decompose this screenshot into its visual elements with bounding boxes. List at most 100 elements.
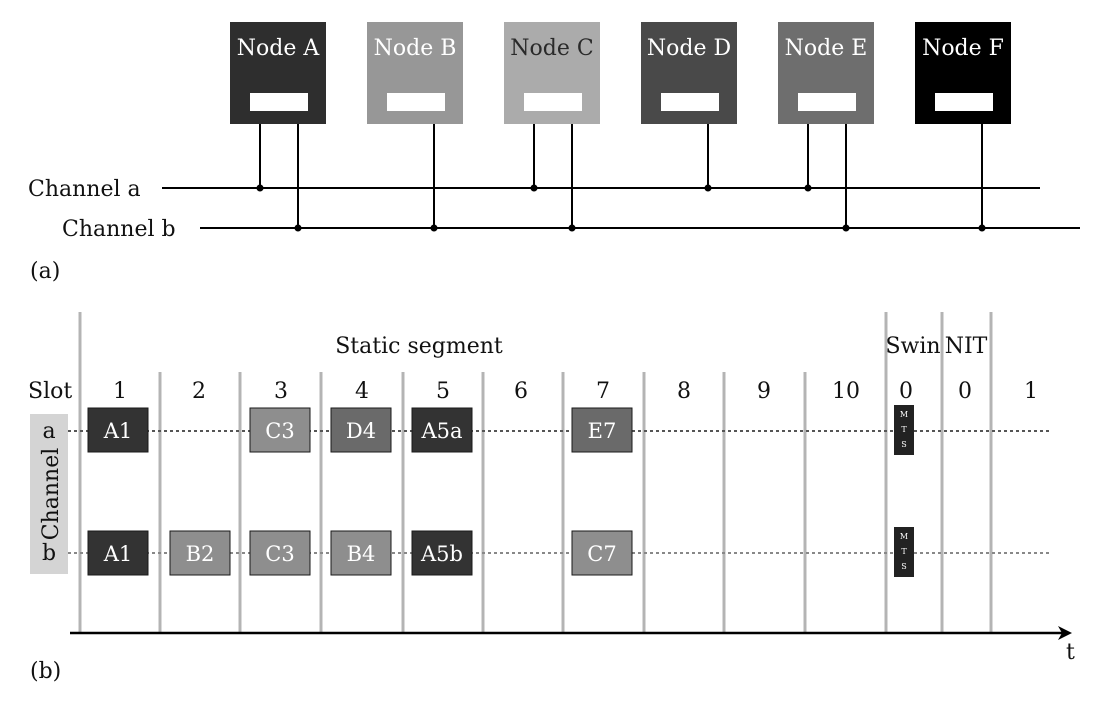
mts-box	[894, 405, 914, 455]
slot-number: 10	[832, 379, 860, 404]
frame-label: E7	[588, 419, 617, 443]
node-c-junction-a	[530, 184, 538, 192]
frame-label: C7	[587, 542, 616, 566]
frame-label: A5b	[420, 542, 463, 566]
node-e-controller	[798, 93, 856, 111]
frame-b-b4: B4	[330, 530, 392, 576]
frame-box	[411, 530, 473, 576]
frame-b-a5b: A5b	[411, 530, 473, 576]
slot-label: Slot	[28, 379, 72, 404]
panel-b-label: (b)	[30, 659, 61, 684]
slot-number: 3	[274, 379, 288, 404]
node-b-controller	[387, 93, 445, 111]
frame-label: B4	[347, 542, 376, 566]
channel-b-label: Channel b	[62, 217, 176, 242]
slot-separator	[319, 372, 323, 633]
frame-box	[249, 407, 311, 453]
frame-label: A1	[103, 542, 133, 566]
node-c-controller	[524, 93, 582, 111]
frame-b-c3: C3	[249, 530, 311, 576]
channel-vertical-label: Channel	[39, 448, 64, 541]
frame-box	[87, 530, 149, 576]
slot-number: 9	[757, 379, 771, 404]
frame-box	[571, 407, 633, 453]
nit-label: NIT	[945, 334, 988, 359]
channel-row-a-label: a	[42, 419, 55, 444]
slot-number: 0	[899, 379, 913, 404]
frame-label: D4	[346, 419, 376, 443]
slot-number: 4	[355, 379, 369, 404]
node-b-junction-b	[430, 224, 438, 232]
slot-number: 8	[677, 379, 691, 404]
node-e-label: Node E	[785, 36, 868, 61]
channel-box	[30, 414, 68, 574]
frame-box	[330, 530, 392, 576]
node-f-controller	[935, 93, 993, 111]
node-a-junction-b	[294, 224, 302, 232]
time-axis-arrow	[1058, 626, 1072, 640]
static-segment-label: Static segment	[335, 334, 503, 359]
mts-letter: M	[900, 410, 908, 419]
frame-box	[411, 407, 473, 453]
slot-number: 5	[436, 379, 450, 404]
channel-a-label: Channel a	[28, 177, 141, 202]
slot-number: 1	[1024, 379, 1038, 404]
frame-box	[169, 530, 231, 576]
slot-separator	[238, 372, 242, 633]
node-a-junction-a	[256, 184, 264, 192]
mts-letter: S	[901, 440, 906, 449]
node-d: Node D	[641, 22, 737, 124]
slot-separator	[940, 312, 944, 633]
node-a-label: Node A	[237, 36, 321, 61]
slot-separators	[78, 312, 993, 633]
node-e: Node E	[778, 22, 874, 124]
node-a-controller	[250, 93, 308, 111]
node-e-junction-a	[804, 184, 812, 192]
slot-separator	[158, 372, 162, 633]
node-e-junction-b	[842, 224, 850, 232]
slot-number: 6	[514, 379, 528, 404]
node-f: Node F	[915, 22, 1011, 124]
node-d-junction-a	[704, 184, 712, 192]
node-f-label: Node F	[922, 36, 1004, 61]
frame-label: C3	[265, 542, 294, 566]
frame-b-a1: A1	[87, 530, 149, 576]
slot-separator	[803, 372, 807, 633]
frame-box	[87, 407, 149, 453]
channel-row-b-label: b	[42, 541, 56, 566]
frame-label: A5a	[420, 419, 462, 443]
frame-box	[249, 530, 311, 576]
mts-symbol-a: MTS	[894, 405, 914, 455]
slot-number: 7	[596, 379, 610, 404]
mts-letter: T	[901, 425, 907, 434]
frame-a-a5a: A5a	[411, 407, 473, 453]
slot-separator	[78, 312, 82, 633]
frame-a-c3: C3	[249, 407, 311, 453]
node-c-junction-b	[568, 224, 576, 232]
slot-separator	[989, 312, 993, 633]
slot-number: 0	[958, 379, 972, 404]
swin-label: Swin	[885, 334, 940, 359]
node-b-label: Node B	[374, 36, 457, 61]
mts-box	[894, 527, 914, 577]
mts-symbol-b: MTS	[894, 527, 914, 577]
frame-box	[571, 530, 633, 576]
frame-a-e7: E7	[571, 407, 633, 453]
node-connections	[256, 124, 986, 232]
node-f-junction-b	[978, 224, 986, 232]
slot-separator	[642, 372, 646, 633]
frame-label: B2	[186, 542, 215, 566]
slot-separator	[884, 312, 888, 633]
mts-letter: M	[900, 532, 908, 541]
time-label: t	[1066, 640, 1075, 665]
frame-box	[330, 407, 392, 453]
panel-a-label: (a)	[30, 259, 60, 284]
mts-letter: T	[901, 547, 907, 556]
panel-b: Channel a b Static segment Swin NIT Slot…	[28, 312, 1075, 684]
slot-separator	[401, 372, 405, 633]
slot-separator	[481, 372, 485, 633]
